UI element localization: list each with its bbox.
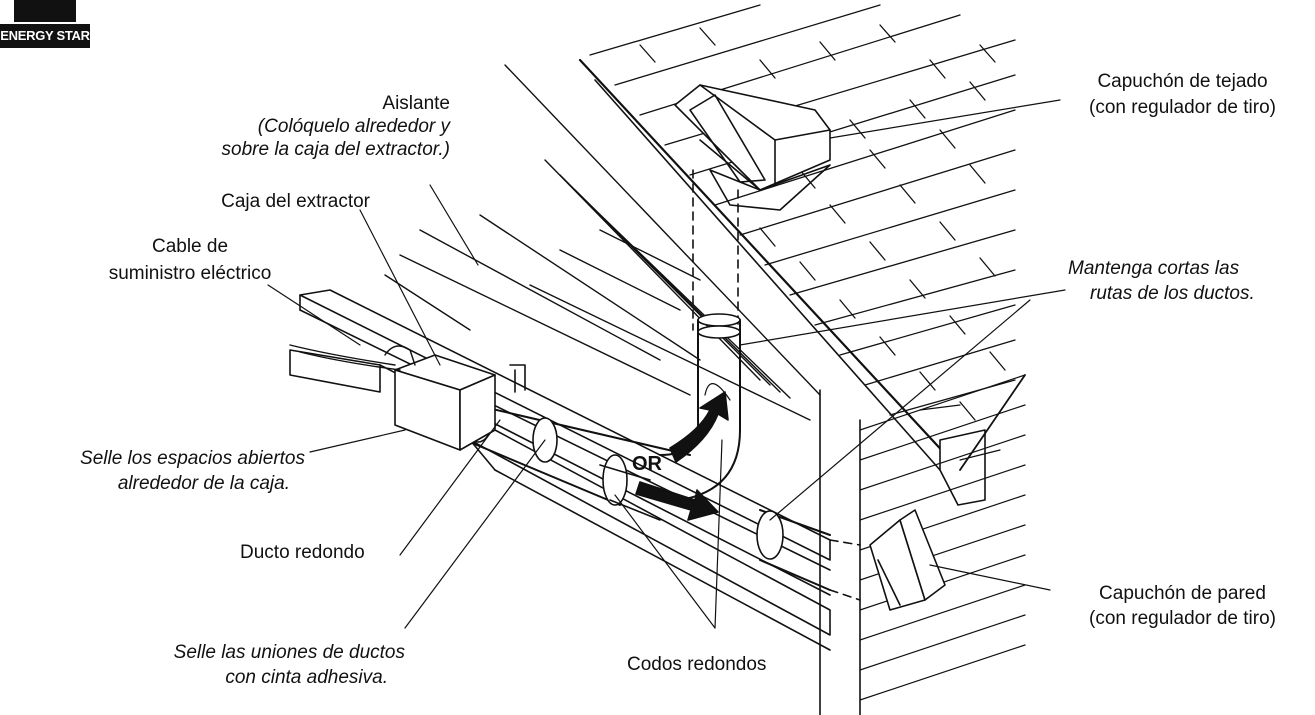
exhaust-fan-box bbox=[394, 354, 526, 451]
label-codos-redondos: Codos redondos bbox=[627, 654, 767, 675]
label-selle-uniones-line1: Selle las uniones de ductos bbox=[173, 642, 405, 663]
label-aislante-line1: (Colóquelo alrededor y bbox=[257, 116, 450, 137]
power-cable bbox=[289, 344, 416, 371]
label-selle-espacios-line1: Selle los espacios abiertos bbox=[80, 448, 305, 469]
roof-cap-hood bbox=[674, 84, 831, 211]
vertical-duct bbox=[659, 169, 741, 501]
label-tejado-line2: (con regulador de tiro) bbox=[1089, 97, 1276, 118]
label-mantenga-line2: rutas de los ductos. bbox=[1090, 283, 1255, 304]
label-selle-uniones-line2: con cinta adhesiva. bbox=[225, 667, 388, 688]
label-pared-line2: (con regulador de tiro) bbox=[1089, 608, 1276, 629]
attic-rafters bbox=[384, 64, 821, 421]
attic-beams bbox=[289, 289, 831, 651]
label-pared-line1: Capuchón de pared bbox=[1099, 583, 1266, 604]
label-aislante-line2: sobre la caja del extractor.) bbox=[221, 139, 450, 160]
energy-star-wordmark: ENERGY STAR bbox=[0, 24, 90, 48]
energy-star-swoosh-icon bbox=[14, 0, 76, 22]
label-mantenga-line1: Mantenga cortas las bbox=[1068, 258, 1240, 279]
label-ducto-redondo: Ducto redondo bbox=[240, 542, 365, 563]
label-cable-line1: Cable de bbox=[151, 236, 229, 257]
energy-star-logo: ENERGY STAR bbox=[0, 0, 90, 48]
airflow-arrows bbox=[635, 391, 729, 521]
label-aislante-title: Aislante bbox=[382, 93, 450, 114]
leader-lines bbox=[267, 99, 1066, 629]
label-selle-espacios-line2: alrededor de la caja. bbox=[117, 473, 290, 494]
label-tejado-line1: Capuchón de tejado bbox=[1097, 71, 1268, 92]
label-caja-extractor: Caja del extractor bbox=[221, 191, 370, 212]
label-cable-line2: suministro eléctrico bbox=[108, 263, 272, 284]
label-or: OR bbox=[632, 453, 662, 475]
wall-cap-hood bbox=[869, 509, 946, 611]
roof bbox=[578, 4, 1016, 506]
